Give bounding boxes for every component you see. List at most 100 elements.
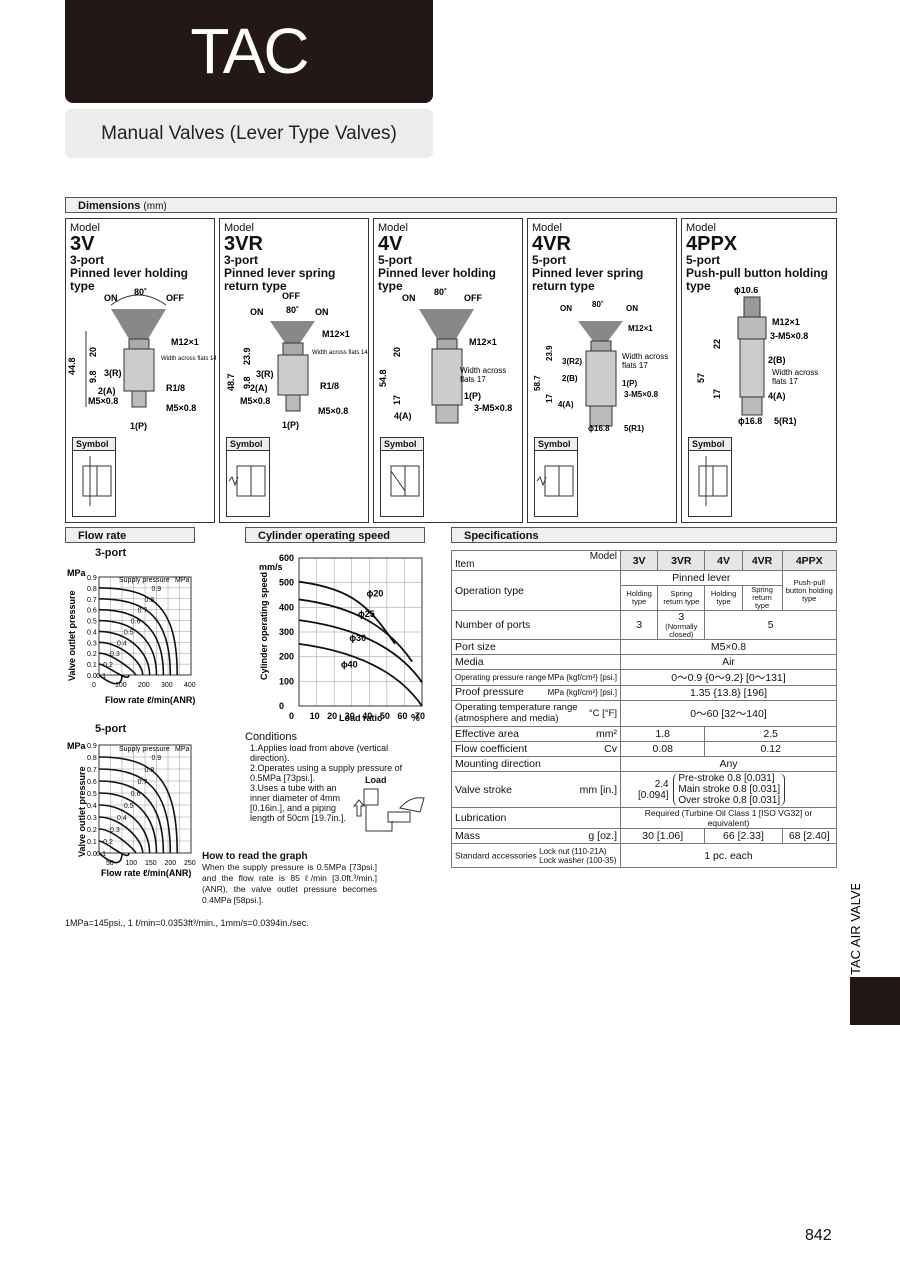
curve-label: 0.8 <box>145 597 155 604</box>
dim-on-2: ON <box>626 304 638 313</box>
dim-off: OFF <box>590 291 606 293</box>
x-tick-label: 30 <box>345 711 355 721</box>
pressure-curve <box>98 619 158 676</box>
dim-v17: 17 <box>392 395 402 405</box>
normally-closed: (Normally closed) <box>665 622 698 639</box>
dim-p1: 1(P) <box>622 379 637 388</box>
dim-v548: 54.8 <box>378 369 388 387</box>
dim-d106: ϕ10.6 <box>734 287 758 295</box>
x-tick-label: 200 <box>138 682 150 689</box>
dimensions-title: Dimensions <box>78 200 141 212</box>
dim-v98: 9.8 <box>242 376 252 389</box>
dim-m5x3: 3-M5×0.8 <box>624 390 659 399</box>
x-axis-label: Flow rate ℓ/min(ANR) <box>101 868 191 878</box>
main-stroke: Main stroke 0.8 [0.031] <box>678 784 781 795</box>
spring-return-type: Spring return type <box>657 585 706 611</box>
pressure-curve <box>98 780 165 854</box>
dim-on: ON <box>104 293 118 303</box>
x-tick-label: 0 <box>92 682 96 689</box>
dim-v20: 20 <box>88 347 98 357</box>
op-pressure: 0～0.9 {0～9.2} [0～131] <box>620 669 837 686</box>
flow-rate-header: Flow rate <box>65 527 195 543</box>
temp-unit: °C [°F] <box>588 707 617 719</box>
valve-port <box>131 390 147 408</box>
y-tick-label: 0.2 <box>87 827 97 834</box>
dim-m12: M12×1 <box>469 337 497 347</box>
dim-v22: 22 <box>712 339 722 349</box>
y-tick-label: 0.2 <box>87 651 97 658</box>
pressure-curve <box>98 652 137 676</box>
model-label: Model <box>686 222 716 234</box>
model-name: 3VR <box>224 233 263 255</box>
page-number: 842 <box>805 1227 832 1244</box>
model-label: Model <box>378 222 408 234</box>
symbol-title: Symbol <box>227 438 269 451</box>
x-tick-label: 10 <box>310 711 320 721</box>
dim-angle: 80˚ <box>592 300 604 309</box>
valve-symbol <box>82 456 112 506</box>
dim-v239: 23.9 <box>242 347 252 365</box>
dim-m12: M12×1 <box>772 317 800 327</box>
condition-1: 1.Applies load from above (vertical dire… <box>250 743 389 763</box>
model-label: Model <box>532 222 562 234</box>
x-tick-label: 50 <box>380 711 390 721</box>
dim-m5b: M5×0.8 <box>318 406 348 416</box>
page-subtitle: Manual Valves (Lever Type Valves) <box>65 109 433 158</box>
model-name: 4VR <box>532 233 571 255</box>
proof-unit: MPa {kgf/cm²} [psi.] <box>547 688 617 697</box>
dim-flats-2: flats 17 <box>460 375 486 384</box>
dim-angle: 80˚ <box>134 287 147 297</box>
curve-label: 0.2 <box>103 662 113 669</box>
symbol-title: Symbol <box>381 438 423 451</box>
model-port: 3-port <box>224 253 258 267</box>
supply-unit: MPa <box>175 746 190 753</box>
dim-on: ON <box>560 304 572 313</box>
op-pressure-label: Operating pressure range <box>455 673 547 682</box>
x-tick-label: 60 <box>397 711 407 721</box>
dim-m5: M5×0.8 <box>240 396 270 406</box>
model-label: Model <box>224 222 254 234</box>
pressure-curve <box>98 840 130 857</box>
valve-neck <box>128 338 150 350</box>
y-tick-label: 0.3 <box>87 640 97 647</box>
pinned-lever: Pinned lever <box>620 570 783 586</box>
pressure-curve <box>98 756 178 854</box>
holding-type: Holding type <box>619 585 659 611</box>
curve-label: 0.4 <box>117 815 127 822</box>
model-port: 5-port <box>378 253 412 267</box>
dim-m5b: M5×0.8 <box>166 403 196 413</box>
symbol-box: Symbol <box>688 437 732 517</box>
area-unit: mm² <box>596 728 617 740</box>
y-tick-label: 600 <box>279 553 294 563</box>
item-header: Item <box>455 559 475 570</box>
op-pressure-unit: MPa {kgf/cm²} [psi.] <box>547 673 617 682</box>
pressure-curve <box>98 641 144 676</box>
curve-label: 0.5 <box>124 803 134 810</box>
dim-v239: 23.9 <box>545 345 554 361</box>
model-port: 3-port <box>70 253 104 267</box>
x-axis-label: Flow rate ℓ/min(ANR) <box>105 695 195 705</box>
y-tick-label: 500 <box>279 578 294 588</box>
valve-symbol <box>228 465 266 497</box>
brand-block: TAC <box>65 0 433 103</box>
cv-5: 0.12 <box>704 741 837 757</box>
dim-off: OFF <box>464 293 482 303</box>
series-label: ϕ40 <box>341 660 358 670</box>
dim-angle: 80˚ <box>434 287 447 297</box>
pressure-curve <box>98 608 165 676</box>
x-tick-label: 50 <box>106 860 114 867</box>
curve-label: 0.6 <box>131 791 141 798</box>
pressure-curve <box>98 630 151 676</box>
dim-r3: 3(R) <box>256 369 274 379</box>
y-tick-label: 0.1 <box>87 839 97 846</box>
x-tick-label: 0 <box>289 711 294 721</box>
conditions-block: Conditions 1.Applies load from above (ve… <box>245 731 430 823</box>
dim-r2: 3(R2) <box>562 357 582 366</box>
condition-2: 2.Operates using a supply pressure of 0.… <box>250 763 403 783</box>
dim-flats: Width across flats 14 <box>161 356 216 362</box>
lubrication: Required (Turbine Oil Class 1 [ISO VG32]… <box>620 807 837 829</box>
y-tick-label: 0.7 <box>87 767 97 774</box>
